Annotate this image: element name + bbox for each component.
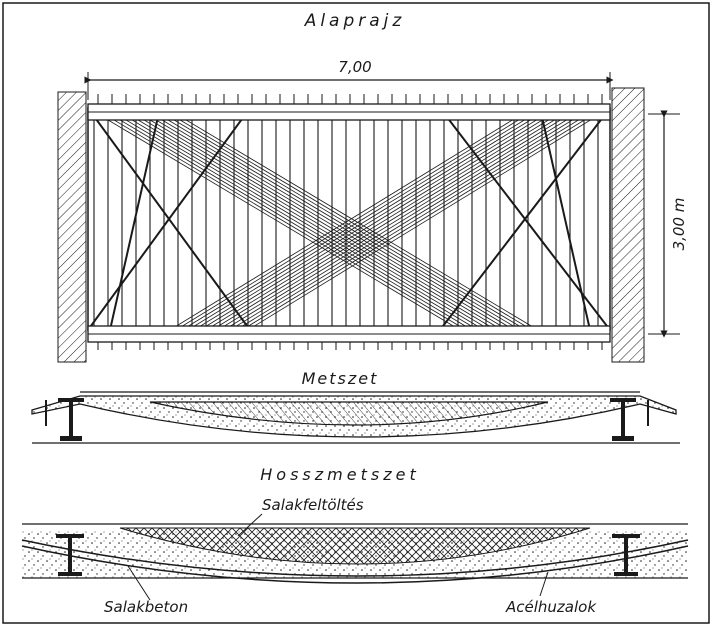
cross-section-view: Metszet xyxy=(31,369,680,444)
steel-wire xyxy=(93,108,467,330)
steel-wire xyxy=(235,108,599,330)
steel-wire xyxy=(181,108,545,330)
long-section-title: Hosszmetszet xyxy=(260,465,419,484)
right-long-steel-beam xyxy=(612,534,640,576)
right-wall xyxy=(611,87,645,363)
steel-wire xyxy=(211,108,575,330)
steel-wire xyxy=(229,108,593,330)
steel-wire xyxy=(247,108,610,330)
steel-wire xyxy=(187,108,551,330)
label-salakbeton: Salakbeton xyxy=(104,598,188,616)
plan-title: Alaprajz xyxy=(304,11,406,31)
plan-view: Alaprajz 7,00 3,00 m xyxy=(57,11,688,363)
steel-wire xyxy=(165,108,539,330)
steel-wire xyxy=(111,108,485,330)
steel-wire xyxy=(117,108,491,330)
steel-wire xyxy=(129,108,503,330)
right-steel-beam xyxy=(610,398,649,441)
steel-wire xyxy=(205,108,569,330)
steel-wire xyxy=(217,108,581,330)
section-title: Metszet xyxy=(302,369,379,388)
main-diagonal-wire xyxy=(88,108,251,330)
steel-wire xyxy=(153,108,527,330)
steel-wire xyxy=(123,108,497,330)
steel-wire xyxy=(99,108,473,330)
steel-wire-curve-upper xyxy=(21,539,689,577)
height-dimension-label: 3,00 m xyxy=(670,198,688,251)
steel-wire xyxy=(147,108,521,330)
salakfeltoltes-layer xyxy=(119,527,591,565)
left-steel-beam xyxy=(45,398,84,441)
steel-wire xyxy=(135,108,509,330)
width-dimension-label: 7,00 xyxy=(338,58,371,76)
edge-beam-ticks xyxy=(97,94,603,350)
steel-wire xyxy=(88,108,461,330)
steel-wire xyxy=(241,108,605,330)
label-acelhuzalok: Acélhuzalok xyxy=(505,598,597,616)
left-wall xyxy=(57,91,87,363)
steel-wire xyxy=(223,108,587,330)
steel-wire xyxy=(141,108,515,330)
section-fill-lens xyxy=(149,401,549,426)
steel-wire xyxy=(193,108,557,330)
diagonal-steel-wires xyxy=(88,108,610,330)
longitudinal-section-view: Hosszmetszet Salakfeltöltés Salakbeton A… xyxy=(21,465,689,616)
slab-outline xyxy=(87,107,611,331)
steel-wire xyxy=(175,108,539,330)
label-salakfeltoltes: Salakfeltöltés xyxy=(262,496,364,514)
left-long-steel-beam xyxy=(56,534,84,576)
steel-wire xyxy=(169,108,533,330)
main-diagonal-wire xyxy=(109,108,161,330)
steel-wire xyxy=(105,108,479,330)
steel-wire xyxy=(199,108,563,330)
steel-wire-curve-lower xyxy=(21,545,689,584)
main-diagonal-wire xyxy=(539,108,591,330)
